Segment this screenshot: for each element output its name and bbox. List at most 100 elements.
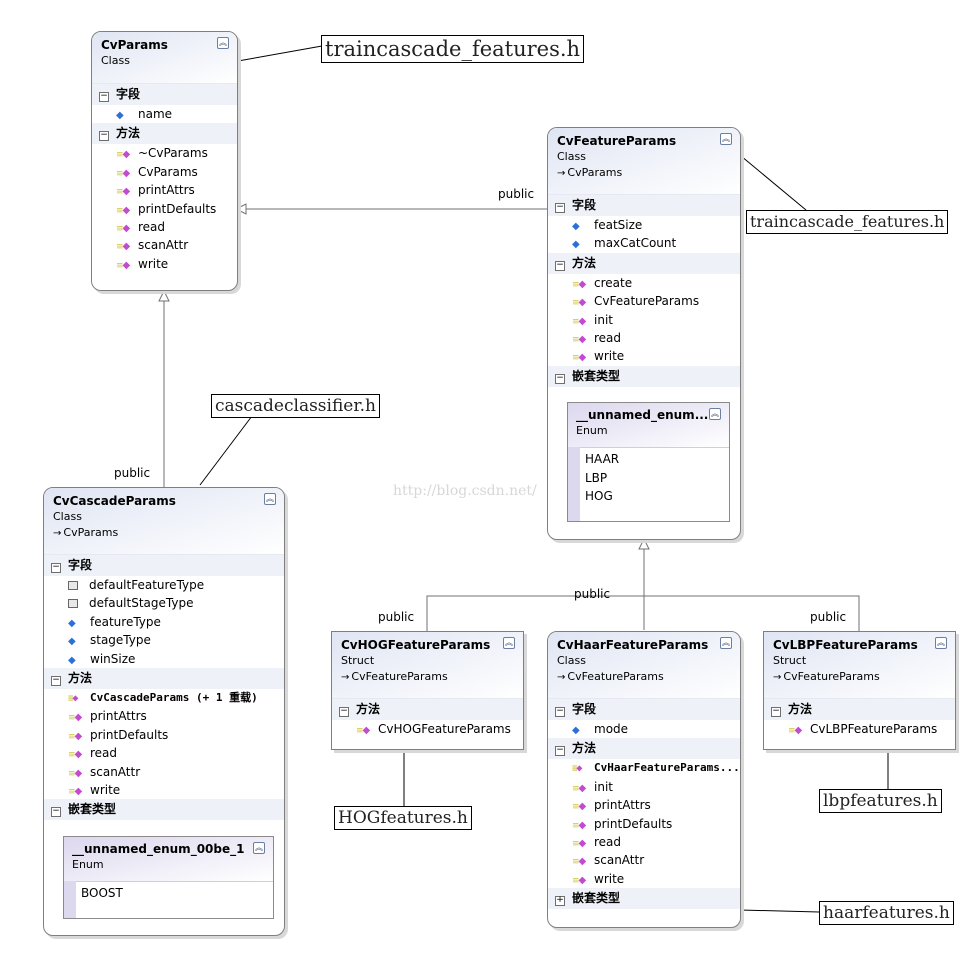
base-class: →CvParams: [557, 165, 731, 182]
method-name: printDefaults: [138, 201, 217, 216]
collapse-icon[interactable]: ︽: [253, 842, 265, 854]
field-item[interactable]: ◆featSize: [548, 216, 740, 234]
method-item[interactable]: ≡◆read: [548, 329, 740, 347]
method-icon: ≡◆: [68, 712, 83, 724]
section-methods[interactable]: −方法: [548, 252, 740, 274]
method-item[interactable]: ≡◆scanAttr: [548, 851, 740, 869]
method-item[interactable]: ≡◆printDefaults: [92, 200, 237, 218]
collapse-section-icon[interactable]: −: [99, 91, 109, 102]
method-item[interactable]: ≡◆scanAttr: [44, 763, 284, 781]
note-haar-file: haarfeatures.h: [819, 901, 954, 925]
enum-stagetypes[interactable]: __unnamed_enum_00be_1 Enum ︽ BOOST: [63, 836, 274, 919]
field-item[interactable]: ◆name: [92, 105, 237, 123]
section-fields[interactable]: −字段: [44, 555, 284, 576]
method-icon: ≡◆: [68, 692, 79, 704]
base-class-name: CvParams: [63, 526, 119, 539]
method-name: read: [90, 746, 118, 761]
collapse-section-icon[interactable]: −: [99, 130, 109, 142]
method-item[interactable]: ≡◆CvFeatureParams: [548, 292, 740, 310]
method-item[interactable]: ≡◆printAttrs: [44, 707, 284, 725]
field-item[interactable]: defaultFeatureType: [44, 576, 284, 594]
collapse-icon[interactable]: ︽: [503, 637, 515, 649]
section-methods[interactable]: −方法: [44, 667, 284, 689]
class-cvhaarfeatureparams[interactable]: CvHaarFeatureParams Class →CvFeaturePara…: [547, 631, 741, 928]
collapse-section-icon[interactable]: −: [555, 372, 565, 384]
enum-value[interactable]: BOOST: [81, 886, 123, 900]
method-item[interactable]: ≡◆write: [548, 870, 740, 888]
enum-value[interactable]: LBP: [585, 470, 608, 485]
section-fields[interactable]: −字段: [92, 84, 237, 105]
section-label: 方法: [68, 670, 93, 685]
class-kind: Class: [557, 654, 586, 667]
collapse-section-icon[interactable]: −: [555, 202, 565, 213]
method-item[interactable]: ≡◆read: [44, 744, 284, 762]
collapse-section-icon[interactable]: −: [555, 706, 565, 717]
section-nested-types[interactable]: +嵌套类型: [548, 888, 740, 910]
section-methods[interactable]: −方法: [548, 738, 740, 760]
collapse-icon[interactable]: ︽: [264, 493, 276, 505]
collapse-section-icon[interactable]: −: [555, 745, 565, 757]
method-item[interactable]: ≡◆~CvParams: [92, 144, 237, 162]
method-item[interactable]: ≡◆printDefaults: [548, 815, 740, 833]
section-methods[interactable]: −方法: [332, 699, 523, 720]
collapse-icon[interactable]: ︽: [720, 133, 732, 145]
collapse-section-icon[interactable]: −: [771, 706, 781, 717]
expand-section-icon[interactable]: +: [555, 895, 565, 907]
enum-header: __unnamed_enum_00be_1 Enum ︽: [64, 837, 273, 881]
field-item[interactable]: ◆featureType: [44, 613, 284, 631]
method-item[interactable]: ≡◆CvCascadeParams (+ 1 重载): [44, 689, 284, 707]
collapse-section-icon[interactable]: −: [339, 706, 349, 717]
section-fields[interactable]: −字段: [548, 195, 740, 216]
collapse-icon[interactable]: ︽: [720, 637, 732, 649]
method-item[interactable]: ≡◆printDefaults: [44, 726, 284, 744]
section-nested-types[interactable]: −嵌套类型: [548, 365, 740, 387]
method-item[interactable]: ≡◆printAttrs: [92, 181, 237, 199]
collapse-icon[interactable]: ︽: [709, 408, 721, 420]
struct-cvlbpfeatureparams[interactable]: CvLBPFeatureParams Struct →CvFeaturePara…: [763, 631, 956, 750]
method-item[interactable]: ≡◆write: [44, 781, 284, 799]
field-item[interactable]: defaultStageType: [44, 594, 284, 612]
section-label: 方法: [116, 126, 141, 141]
method-name: read: [594, 834, 622, 849]
enum-featuretypes[interactable]: __unnamed_enum... Enum ︽ HAAR LBP HOG: [567, 402, 730, 522]
field-item[interactable]: ◆maxCatCount: [548, 234, 740, 252]
method-item[interactable]: ≡◆read: [548, 833, 740, 851]
enum-value[interactable]: HOG: [585, 489, 613, 503]
collapse-section-icon[interactable]: −: [555, 259, 565, 271]
field-item[interactable]: ◆winSize: [44, 650, 284, 668]
field-item[interactable]: ◆stageType: [44, 631, 284, 649]
section-methods[interactable]: −方法: [764, 699, 955, 720]
method-icon: ≡◆: [116, 222, 131, 234]
section-label: 嵌套类型: [572, 368, 621, 383]
method-item[interactable]: ≡◆init: [548, 311, 740, 329]
collapse-icon[interactable]: ︽: [217, 37, 229, 49]
method-item[interactable]: ≡◆CvParams: [92, 163, 237, 181]
enum-header: __unnamed_enum... Enum ︽: [568, 403, 729, 447]
field-item[interactable]: ◆mode: [548, 720, 740, 738]
class-name: CvLBPFeatureParams: [773, 638, 918, 652]
class-cvparams[interactable]: CvParams Class ︽ −字段 ◆name −方法 ≡◆~CvPara…: [91, 31, 238, 291]
struct-cvhogfeatureparams[interactable]: CvHOGFeatureParams Struct →CvFeaturePara…: [331, 631, 524, 750]
method-item[interactable]: ≡◆create: [548, 274, 740, 292]
method-icon: ≡◆: [572, 856, 587, 868]
method-item[interactable]: ≡◆write: [548, 347, 740, 365]
method-item[interactable]: ≡◆write: [92, 255, 237, 273]
collapse-section-icon[interactable]: −: [51, 806, 61, 818]
enum-value[interactable]: HAAR: [585, 452, 620, 466]
section-nested-types[interactable]: −嵌套类型: [44, 799, 284, 821]
collapse-section-icon[interactable]: −: [51, 562, 61, 573]
section-methods[interactable]: −方法: [92, 123, 237, 145]
method-item[interactable]: ≡◆scanAttr: [92, 236, 237, 254]
method-item[interactable]: ≡◆CvHOGFeatureParams: [332, 720, 523, 738]
method-item[interactable]: ≡◆CvLBPFeatureParams: [764, 720, 955, 738]
method-item[interactable]: ≡◆ read: [92, 218, 237, 236]
method-icon: ≡◆: [116, 167, 131, 179]
section-fields[interactable]: −字段: [548, 699, 740, 720]
method-item[interactable]: ≡◆CvHaarFeatureParams...: [548, 759, 740, 777]
collapse-section-icon[interactable]: −: [51, 674, 61, 686]
enum-values: HAAR LBP HOG: [580, 447, 729, 521]
method-name: read: [138, 219, 166, 234]
method-item[interactable]: ≡◆printAttrs: [548, 796, 740, 814]
collapse-icon[interactable]: ︽: [935, 637, 947, 649]
method-item[interactable]: ≡◆init: [548, 778, 740, 796]
